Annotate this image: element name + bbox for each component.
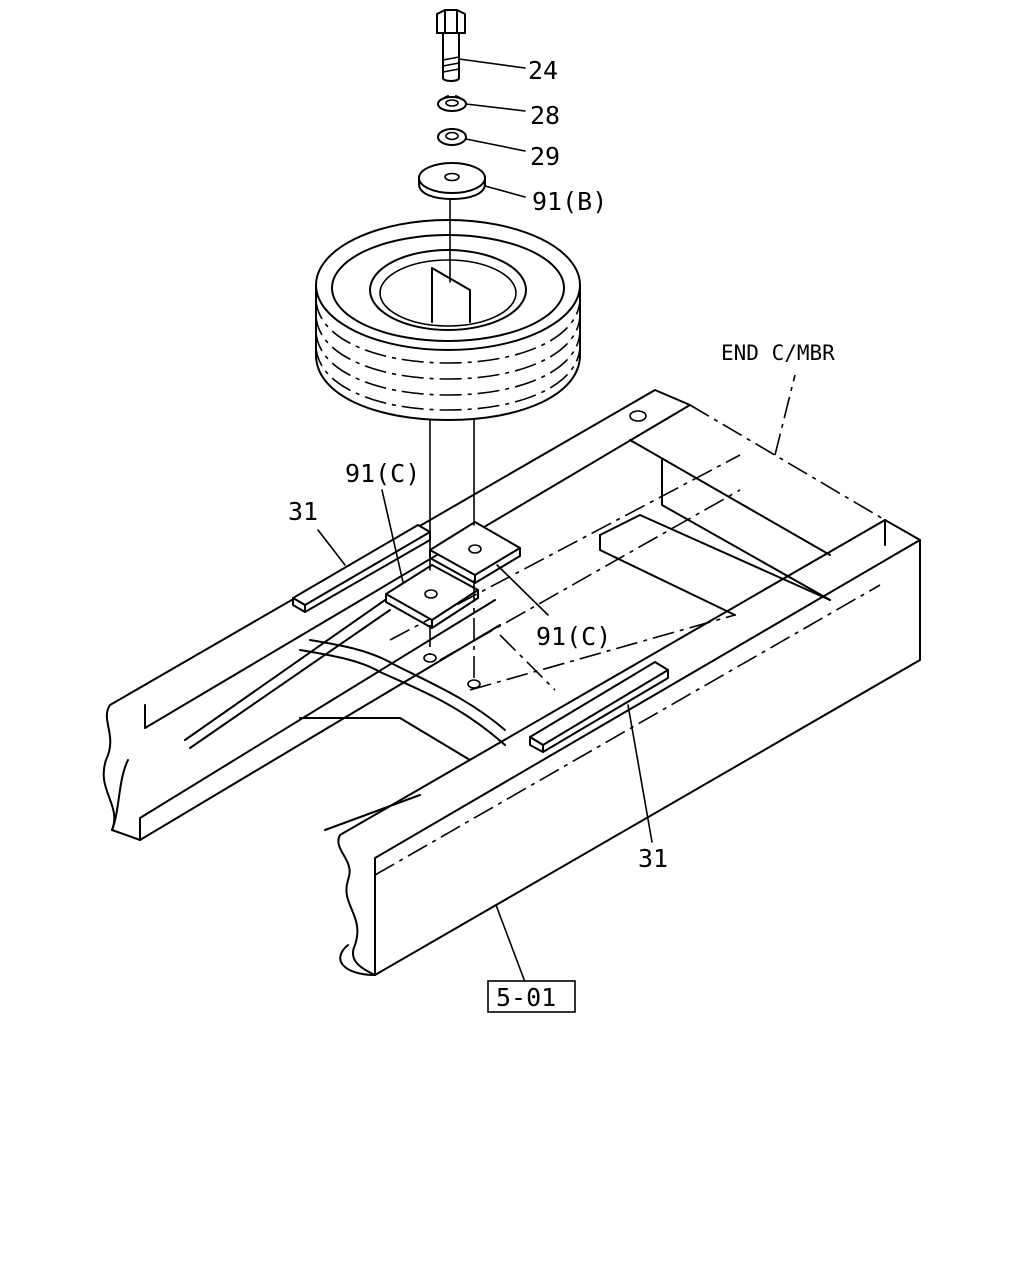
chassis-frame — [102, 374, 921, 976]
spring-washer — [437, 95, 467, 112]
callout-end-cross-member: END C/MBR — [721, 341, 835, 365]
reference-label: 5-01 — [496, 983, 556, 1012]
spacer-right — [529, 661, 669, 753]
callout-31-left: 31 — [288, 497, 318, 526]
reference-box: 5-01 — [487, 980, 576, 1013]
leader-lines — [317, 58, 653, 983]
callout-91b: 91(B) — [532, 187, 607, 216]
bolt — [436, 9, 466, 82]
plain-washer — [437, 128, 467, 146]
callout-91c-right: 91(C) — [536, 622, 611, 651]
callout-31-right: 31 — [638, 844, 668, 873]
retainer-plate — [418, 162, 486, 200]
callout-29: 29 — [530, 142, 560, 171]
callout-24: 24 — [528, 56, 558, 85]
mount-plate-front — [385, 564, 479, 629]
callout-28: 28 — [530, 101, 560, 130]
callout-91c-left: 91(C) — [345, 459, 420, 488]
spare-tire — [315, 219, 581, 421]
